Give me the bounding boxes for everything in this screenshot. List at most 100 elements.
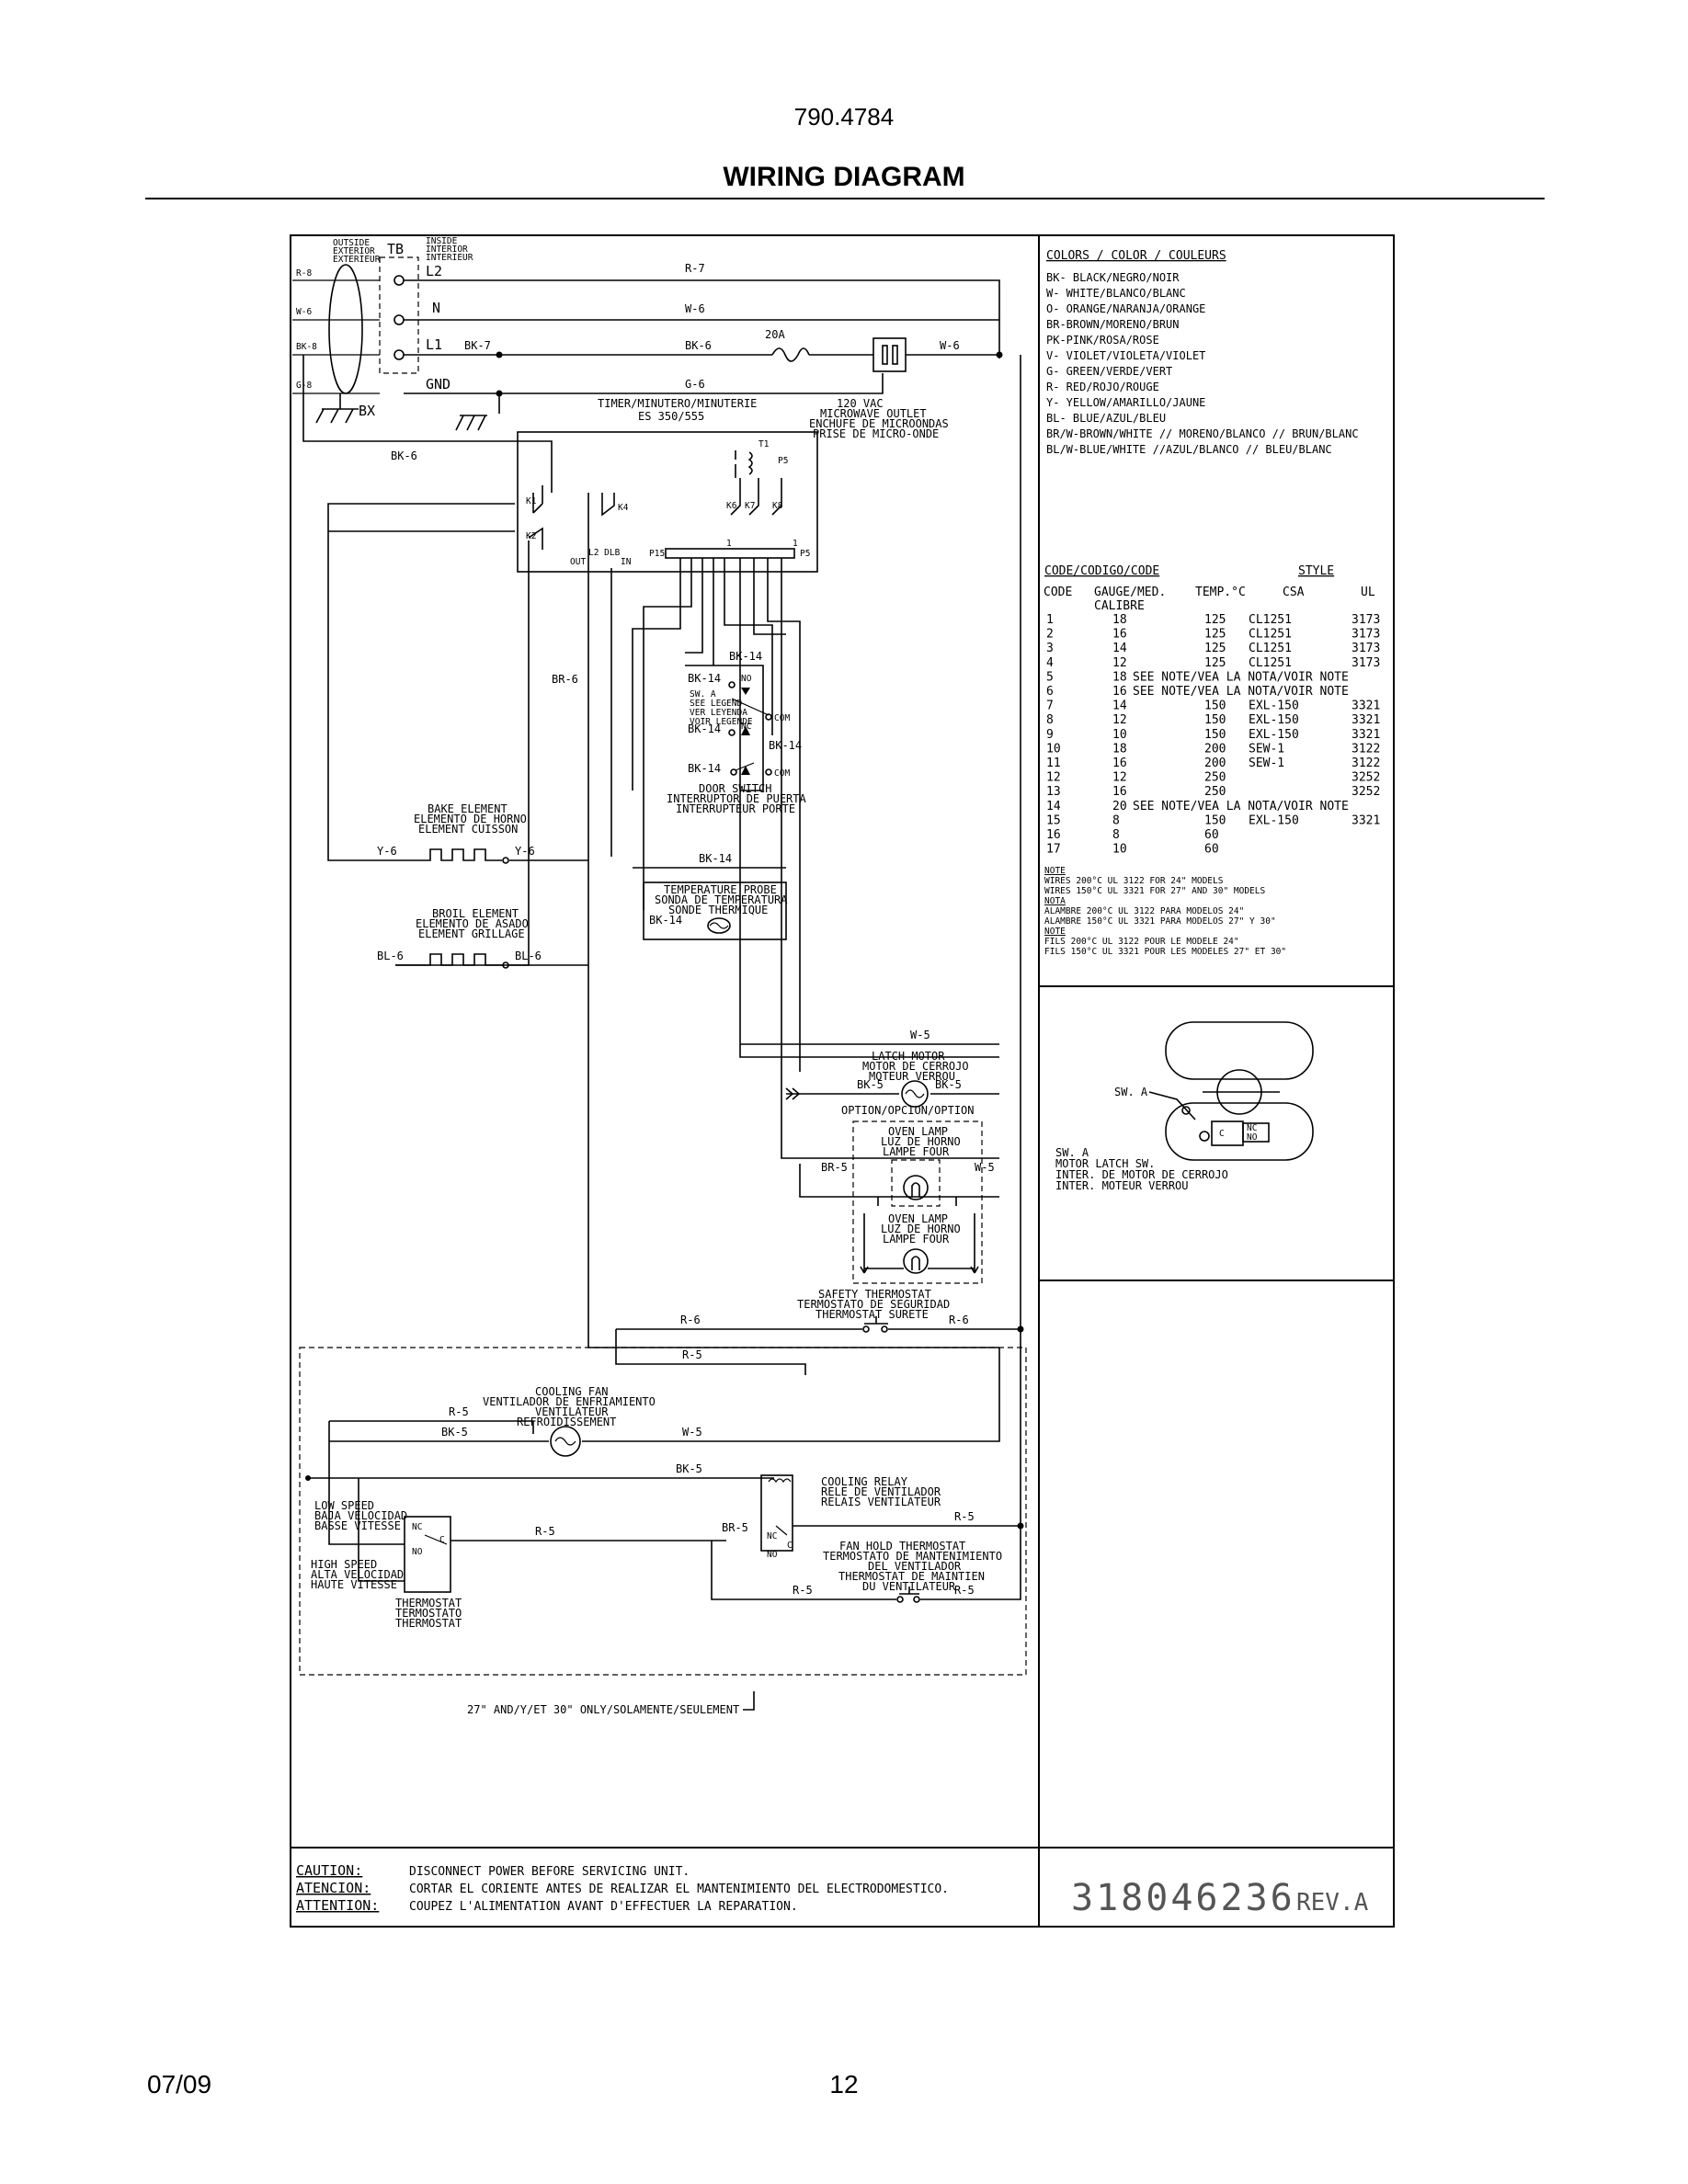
door-switch-label: INTERRUPTEUR PORTE <box>676 802 795 815</box>
wire-label: BK-14 <box>688 722 721 735</box>
caution-text: CORTAR EL CORIENTE ANTES DE REALIZAR EL … <box>409 1883 949 1896</box>
color-legend-item: G- GREEN/VERDE/VERT <box>1046 365 1172 378</box>
code-cell: 7 <box>1046 700 1054 713</box>
code-cell: 8 <box>1112 813 1120 827</box>
wire-label: R-6 <box>680 1314 701 1326</box>
timer-control: TIMER/MINUTERO/MINUTERIE ES 350/555 BK-6… <box>302 355 999 1348</box>
wire-label: BK-6 <box>685 339 712 352</box>
code-cell: 15 <box>1046 813 1061 827</box>
relay-k8: K8 <box>772 501 783 511</box>
nc-label: NC <box>741 722 751 732</box>
code-cell: 125 <box>1204 642 1226 655</box>
low-speed-label: BAJA VELOCIDAD <box>314 1509 407 1522</box>
code-cell: 125 <box>1204 628 1226 642</box>
code-cell: 150 <box>1204 728 1226 742</box>
relay-k6: K6 <box>726 501 737 511</box>
color-legend-item: R- RED/ROJO/ROUGE <box>1046 381 1159 393</box>
wire-label: BK-7 <box>464 339 491 352</box>
outside-label: OUTSIDE <box>333 238 370 248</box>
wire-label: BK-14 <box>688 762 721 775</box>
safety-label: THERMOSTAT SURETE <box>815 1308 929 1321</box>
terminal-block <box>379 256 419 374</box>
thermostat-label: TERMOSTATO <box>395 1607 462 1620</box>
fanhold-label: THERMOSTAT DE MAINTIEN <box>838 1570 985 1583</box>
color-legend-item: W- WHITE/BLANCO/BLANC <box>1046 287 1186 300</box>
wire-label: G-6 <box>685 378 705 391</box>
pin-label: 1 <box>726 539 732 549</box>
relay-k2: K2 <box>526 531 536 541</box>
code-cell: 3173 <box>1352 628 1380 642</box>
l2-label: L2 <box>426 263 442 279</box>
fan-label: VENTILATEUR <box>535 1405 609 1418</box>
wire-label: Y-6 <box>515 845 535 858</box>
code-cell: 14 <box>1046 800 1061 813</box>
code-cell: 16 <box>1112 628 1127 642</box>
code-note: NOTA <box>1044 896 1066 906</box>
lamp-label: LUZ DE HORNO <box>881 1135 961 1148</box>
terminal-l1 <box>393 349 405 360</box>
wire-label: R-5 <box>954 1510 975 1523</box>
relay-k4: K4 <box>618 503 629 513</box>
code-cell: 18 <box>1112 613 1127 627</box>
code-cell: 60 <box>1204 843 1219 857</box>
code-cell: 18 <box>1112 742 1127 756</box>
microwave-outlet-icon <box>873 337 907 372</box>
connector-strip <box>665 548 795 559</box>
high-speed-label: HAUTE VITESSE <box>311 1578 397 1591</box>
bake-label: BAKE ELEMENT <box>428 802 508 815</box>
door-legend: SEE LEGEND <box>690 699 742 709</box>
code-note: FILS 150°C UL 3321 POUR LES MODELES 27" … <box>1044 947 1286 957</box>
wire-label: BK-8 <box>296 342 317 352</box>
safety-label: TERMOSTATO DE SEGURIDAD <box>797 1298 950 1311</box>
fan-section: R-5 COOLING FAN VENTILADOR DE ENFRIAMIEN… <box>299 1329 1027 1716</box>
in-label: IN <box>621 557 632 567</box>
code-cell: 18 <box>1112 670 1127 684</box>
code-cell: 10 <box>1046 742 1061 756</box>
outside-label: EXTERIOR <box>333 246 375 256</box>
color-legend-item: BL/W-BLUE/WHITE //AZUL/BLANCO // BLEU/BL… <box>1046 443 1332 456</box>
inside-label: INSIDE <box>426 236 458 246</box>
color-legend-item: BL- BLUE/AZUL/BLEU <box>1046 412 1166 425</box>
connector-wires: BR-6 <box>552 558 999 1159</box>
latch-label: MOTOR DE CERROJO <box>862 1060 969 1073</box>
page-number: 12 <box>829 2070 859 2099</box>
terminal-l2 <box>393 275 405 286</box>
fan-section-box <box>299 1347 1027 1676</box>
color-legend-item: BR/W-BROWN/WHITE // MORENO/BLANCO // BRU… <box>1046 427 1359 440</box>
code-cell: SEE NOTE/VEA LA NOTA/VOIR NOTE <box>1133 670 1349 684</box>
code-cell: 16 <box>1112 756 1127 770</box>
code-cell: 3321 <box>1352 713 1380 727</box>
wire-label: R-5 <box>682 1348 702 1361</box>
relay-label: RELAIS VENTILATEUR <box>821 1496 941 1508</box>
code-cell: 16 <box>1046 828 1061 842</box>
probe-label: TEMPERATURE PROBE <box>664 883 777 896</box>
wire-label: R-5 <box>535 1525 555 1538</box>
door-legend: SW. A <box>690 689 716 700</box>
code-cell: 8 <box>1046 713 1054 727</box>
latch-legend: NC NO C SW. A SW. A MOTOR LATCH SW. INTE… <box>1055 1021 1314 1192</box>
cooling-relay-box <box>760 1474 793 1552</box>
code-cell: CL1251 <box>1249 642 1292 655</box>
p5-label: P5 <box>800 549 810 559</box>
code-cell: 150 <box>1204 713 1226 727</box>
code-cell: 3173 <box>1352 613 1380 627</box>
p15-label: P15 <box>649 549 665 559</box>
caution-label: CAUTION: <box>296 1862 362 1879</box>
code-cell: 12 <box>1112 713 1127 727</box>
code-cell: 3252 <box>1352 785 1380 799</box>
terminal-n <box>393 314 405 325</box>
calibre-label: CALIBRE <box>1094 599 1145 613</box>
nc-label: NC <box>412 1522 422 1532</box>
inside-label: INTERIEUR <box>426 253 473 263</box>
caution-block: CAUTION: ATENCION: ATTENTION: DISCONNECT… <box>296 1862 1369 1919</box>
color-legend-item: Y- YELLOW/AMARILLO/JAUNE <box>1046 396 1205 409</box>
code-cell: 1 <box>1046 613 1054 627</box>
lamp-label: OVEN LAMP <box>888 1212 948 1225</box>
code-cell: 3321 <box>1352 813 1380 827</box>
door-switch-label: DOOR SWITCH <box>699 782 771 795</box>
code-cell: 125 <box>1204 613 1226 627</box>
cable-bundle <box>328 264 363 394</box>
thermostat-box <box>404 1516 451 1593</box>
code-cell: 250 <box>1204 771 1226 785</box>
